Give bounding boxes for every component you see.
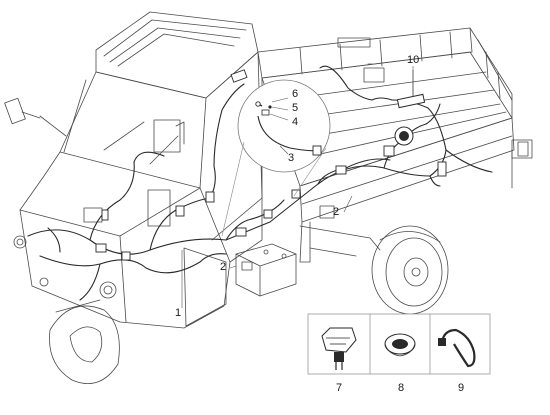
callout-7: 7 xyxy=(336,382,343,394)
detail-magnifier xyxy=(221,79,331,237)
callout-1: 1 xyxy=(175,307,182,319)
cable-clip xyxy=(321,327,357,370)
front-wheel xyxy=(49,299,120,384)
callout-8: 8 xyxy=(398,382,405,394)
fuse-holder xyxy=(396,70,426,109)
callout-6: 6 xyxy=(292,88,299,100)
chassis xyxy=(299,205,381,257)
callout-3: 3 xyxy=(288,152,295,164)
rear-wheel xyxy=(371,225,449,315)
callout-4: 4 xyxy=(292,116,299,128)
callout-2-bed: 2 xyxy=(333,206,340,218)
leader-lines xyxy=(181,66,414,308)
coil-part xyxy=(394,126,414,146)
cable-tie xyxy=(438,328,476,368)
battery xyxy=(235,243,297,297)
callout-9: 9 xyxy=(458,382,465,394)
callout-5: 5 xyxy=(292,102,299,114)
harness-connectors xyxy=(95,69,447,261)
callout-2-battery: 2 xyxy=(220,261,227,273)
callout-10: 10 xyxy=(407,54,420,66)
cab xyxy=(4,11,263,329)
grommet xyxy=(384,333,416,357)
